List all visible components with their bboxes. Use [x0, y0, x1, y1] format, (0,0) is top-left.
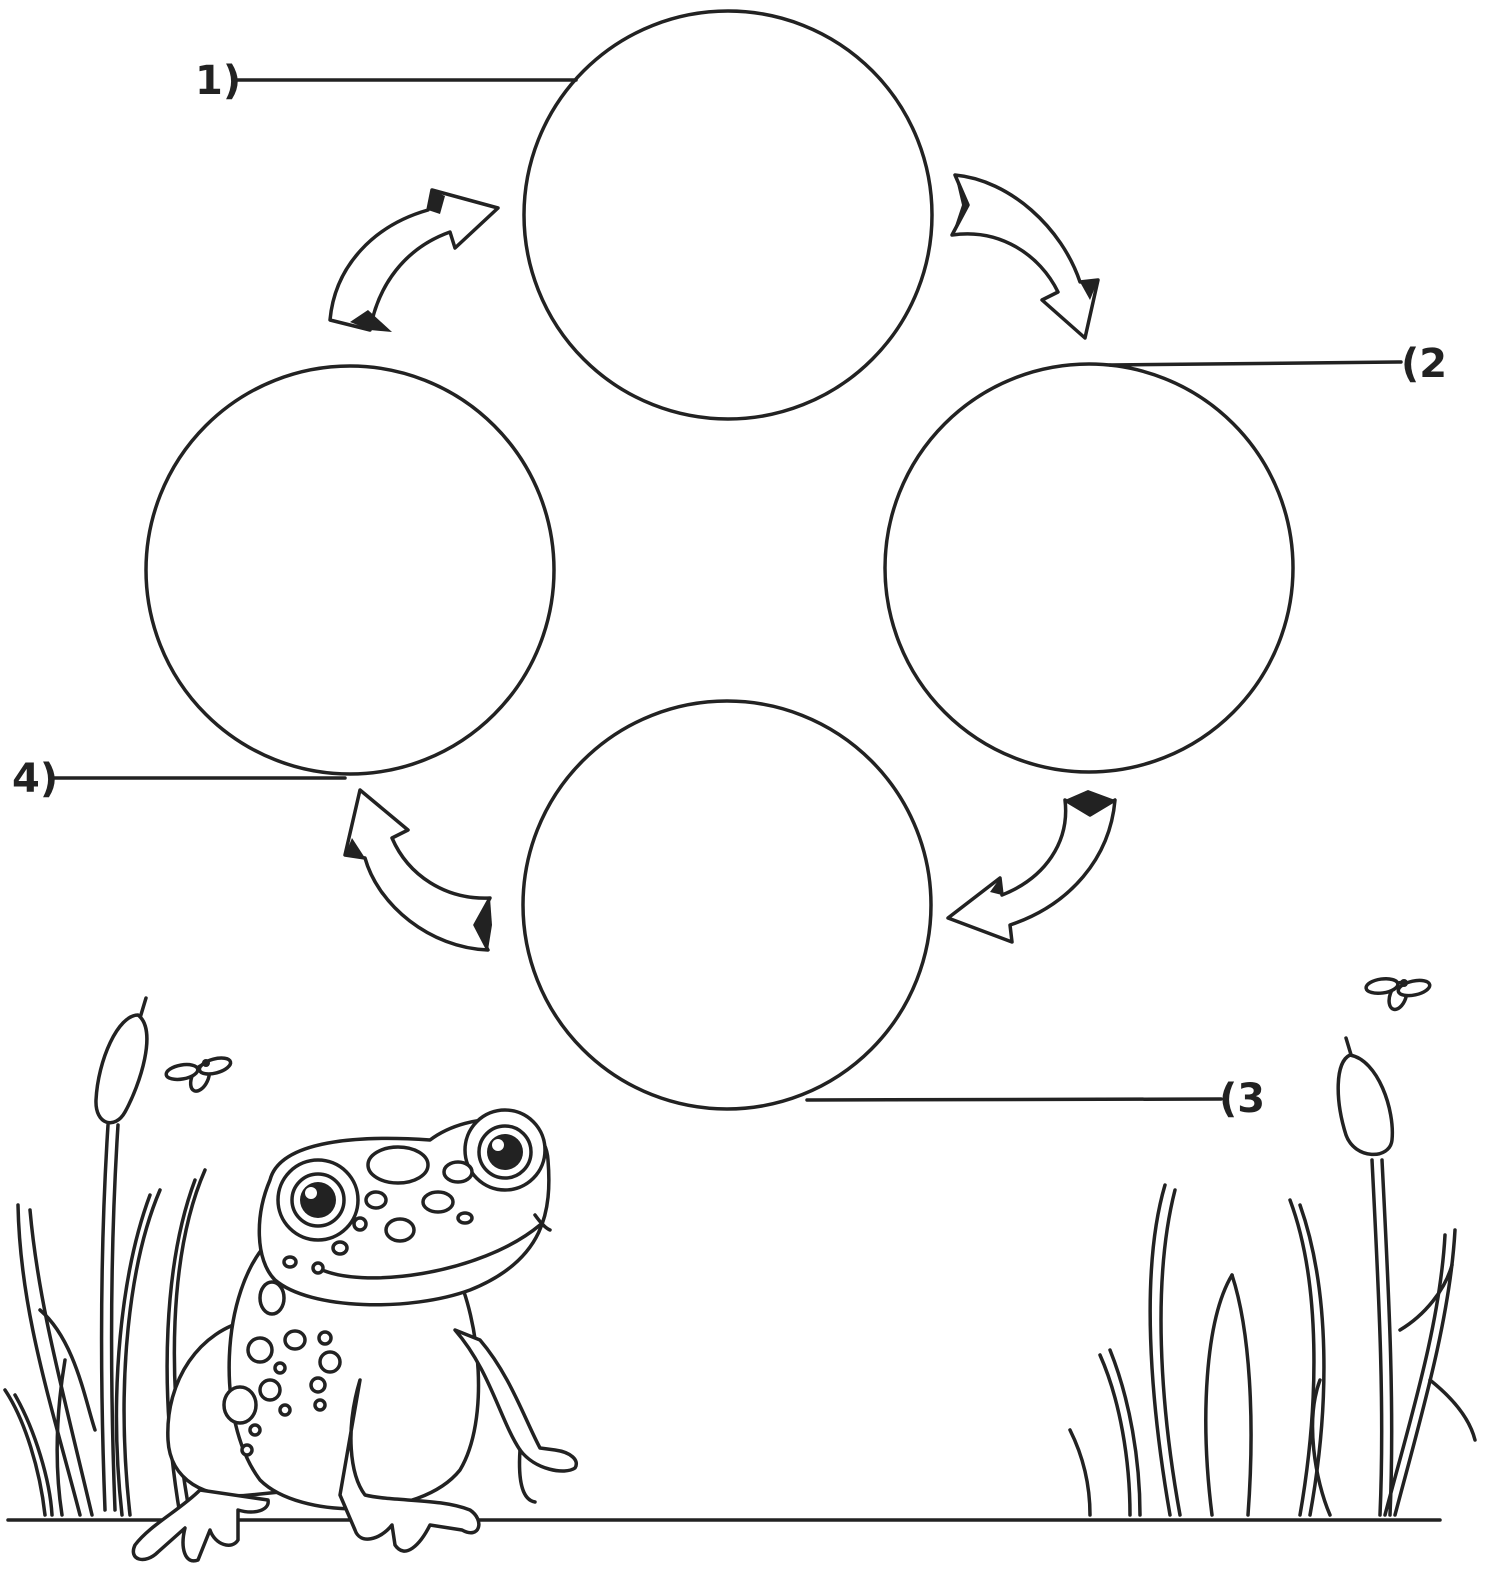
grass-icon — [1070, 1185, 1475, 1515]
stage-label-3: (3 — [1219, 1076, 1265, 1122]
leader-line-2 — [1110, 362, 1401, 365]
cycle-arrow-icon — [330, 190, 498, 332]
cycle-arrow-icon — [952, 175, 1098, 338]
stage-circle-4[interactable] — [146, 366, 554, 774]
stage-circle-3[interactable] — [523, 701, 931, 1109]
stage-label-4: 4) — [12, 756, 58, 802]
firefly-icon — [1365, 977, 1431, 1012]
leader-line-3 — [807, 1099, 1221, 1100]
stage-label-1: 1) — [195, 58, 241, 104]
cattail-icon — [1338, 1038, 1392, 1515]
frog-icon — [133, 1110, 576, 1561]
stage-circle-2[interactable] — [885, 364, 1293, 772]
stage-circle-1[interactable] — [524, 11, 932, 419]
firefly-icon — [165, 1055, 232, 1094]
cycle-arrow-icon — [345, 790, 492, 950]
stage-label-2: (2 — [1401, 341, 1447, 387]
cycle-arrow-icon — [948, 790, 1115, 942]
